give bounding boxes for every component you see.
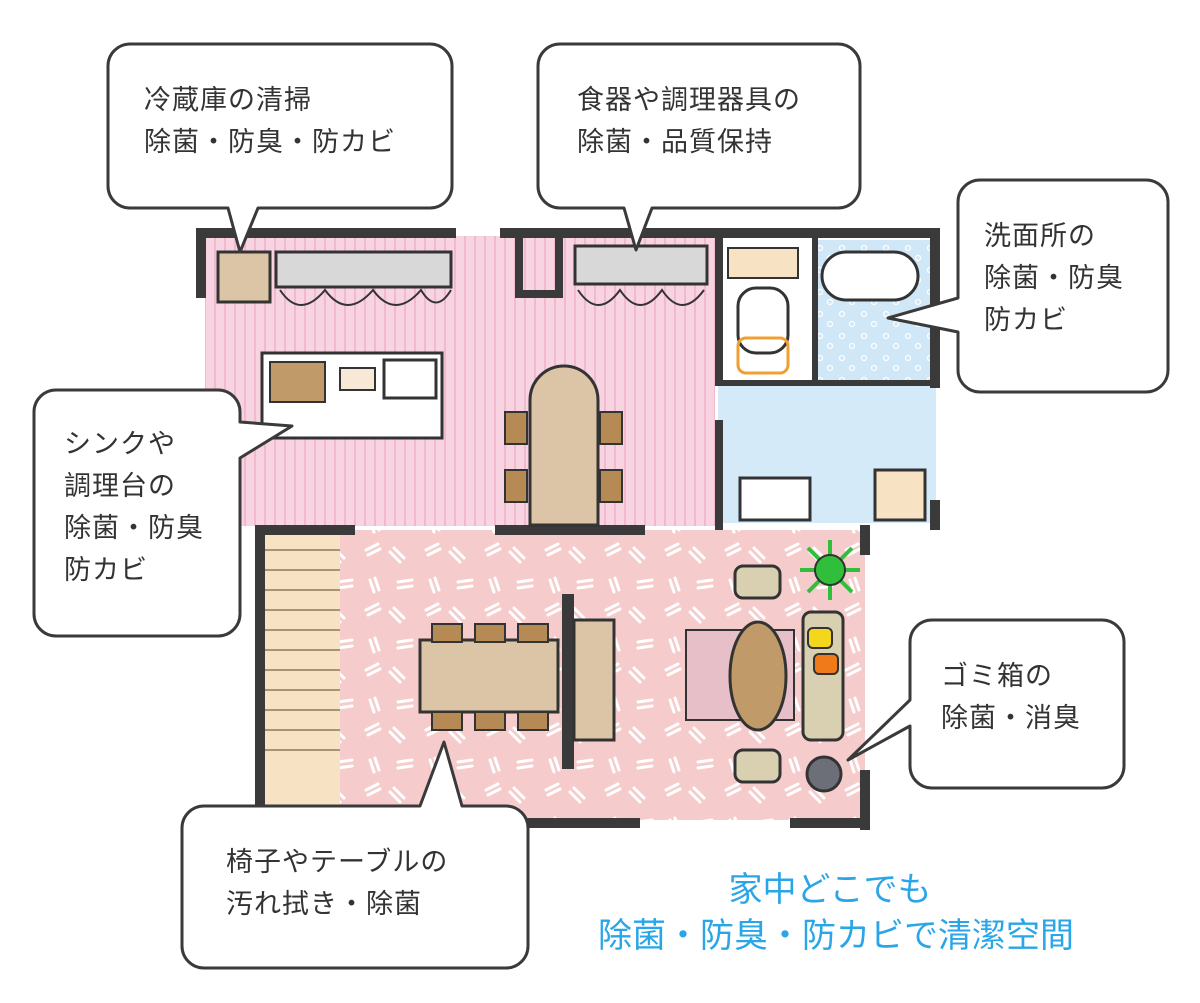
tv-board <box>562 594 574 769</box>
slogan-line-2: 除菌・防臭・防カビで清潔空間 <box>598 916 1074 956</box>
bubble-fridge <box>106 42 454 254</box>
dining-table <box>418 638 560 714</box>
callout-sink: シンクや 調理台の 除菌・防臭 防カビ <box>64 429 204 586</box>
armchair-bottom <box>733 748 782 784</box>
armchair-top <box>733 564 782 600</box>
stove <box>269 361 326 403</box>
callout-trash: ゴミ箱の 除菌・消臭 <box>941 661 1081 734</box>
trash-bin <box>805 755 843 793</box>
slogan-line-1: 家中どこでも <box>728 870 932 910</box>
bubble-dishes <box>536 42 862 252</box>
callout-table: 椅子やテーブルの 汚れ拭き・除菌 <box>226 847 449 920</box>
callout-dishes: 食器や調理器具の 除菌・品質保持 <box>577 85 801 158</box>
toilet <box>736 286 790 355</box>
kitchen-table <box>528 364 600 527</box>
wash-basin <box>738 476 812 522</box>
bubble-trash <box>846 618 1126 790</box>
callout-fridge: 冷蔵庫の清掃 除菌・防臭・防カビ <box>144 85 396 158</box>
sink-basin <box>382 358 438 400</box>
tv-unit <box>572 618 616 742</box>
coffee-table <box>728 620 788 732</box>
fridge <box>216 250 272 304</box>
upper-cabinets <box>274 244 709 289</box>
bubble-sink <box>32 388 294 638</box>
callout-washroom: 洗面所の 除菌・防臭 防カビ <box>984 221 1124 336</box>
bubble-washroom <box>886 178 1170 394</box>
washing-machine <box>873 468 927 522</box>
bathtub <box>820 250 920 302</box>
bubble-table <box>180 740 530 970</box>
